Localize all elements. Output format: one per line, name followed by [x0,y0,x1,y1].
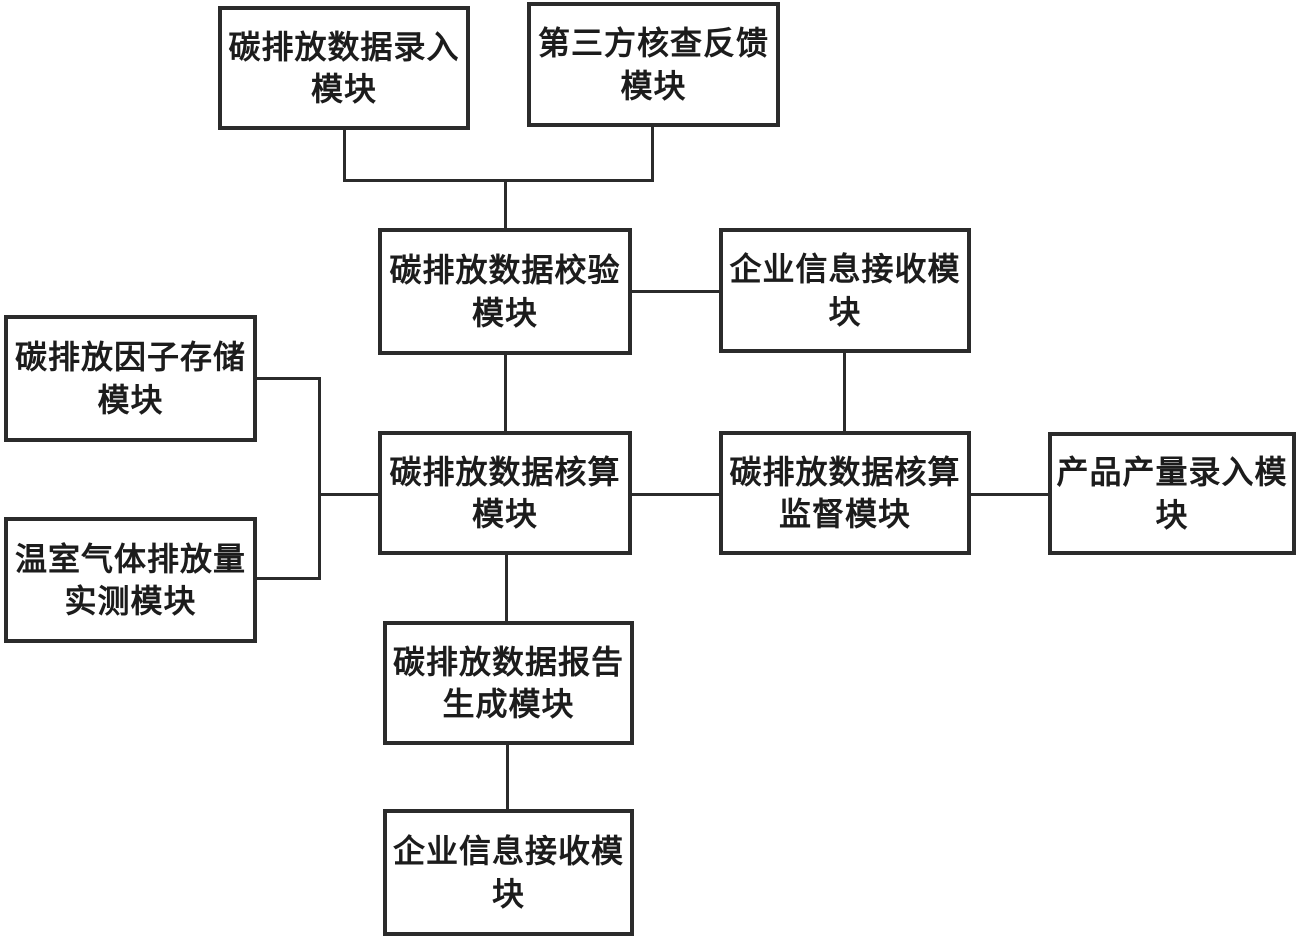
connector-verification-accounting [504,355,507,431]
module-box-ghg-emission-measurement: 温室气体排放量 实测模块 [4,517,257,643]
module-label: 碳排放数据核算 监督模块 [723,451,967,535]
module-box-enterprise-info-receiving-bottom: 企业信息接收模 块 [383,809,634,936]
connector-supervision-product [971,493,1048,496]
module-label-line: 碳排放数据校验 [389,251,621,290]
module-box-carbon-report-generation: 碳排放数据报告 生成模块 [383,621,634,745]
module-label: 温室气体排放量 实测模块 [8,538,253,622]
connector-ghg-measurement-right [257,577,321,580]
module-label-line: 碳排放数据核算 [729,452,961,491]
module-box-third-party-verification-feedback: 第三方核查反馈 模块 [527,2,780,127]
module-box-carbon-factor-storage: 碳排放因子存储 模块 [4,315,257,442]
module-label-line: 第三方核查反馈 [537,24,769,63]
module-label: 第三方核查反馈 模块 [531,22,776,106]
connector-enterprise-supervision [843,353,846,431]
module-label: 碳排放因子存储 模块 [8,336,253,420]
module-box-product-output-entry: 产品产量录入模 块 [1048,432,1296,555]
connector-report-enterprise [506,745,509,809]
module-label-line: 模块 [620,66,687,105]
connector-merge-bar [343,179,654,182]
module-label-line: 模块 [97,380,164,419]
module-label-line: 生成模块 [442,685,575,723]
connector-accounting-report [505,555,508,621]
module-label-line: 监督模块 [778,495,911,533]
module-label-line: 块 [491,874,525,913]
module-label: 企业信息接收模 块 [723,248,967,332]
module-label-line: 碳排放数据录入 [228,27,460,66]
connector-factor-storage-right [257,377,321,380]
module-label-line: 模块 [471,495,538,533]
module-label: 碳排放数据录入 模块 [222,26,466,110]
module-label-line: 碳排放数据核算 [389,452,621,491]
module-label-line: 模块 [310,70,377,108]
module-label: 企业信息接收模 块 [387,830,630,914]
module-label: 碳排放数据报告 生成模块 [387,641,630,725]
module-label: 碳排放数据核算 模块 [382,451,628,535]
connector-accounting-supervision [632,493,719,496]
module-label-line: 实测模块 [64,582,197,620]
connector-into-verification [504,179,507,228]
module-box-carbon-data-accounting: 碳排放数据核算 模块 [378,431,632,555]
module-box-enterprise-info-receiving-top: 企业信息接收模 块 [719,228,971,353]
module-label-line: 企业信息接收模 [729,250,961,289]
module-label: 产品产量录入模 块 [1052,451,1292,535]
module-label: 碳排放数据校验 模块 [382,249,628,333]
connector-left-bus [318,377,321,580]
module-label-line: 企业信息接收模 [392,832,624,871]
module-box-accounting-supervision: 碳排放数据核算 监督模块 [719,431,971,555]
module-box-carbon-data-verification: 碳排放数据校验 模块 [378,228,632,355]
module-label-line: 块 [828,292,862,331]
module-label-line: 碳排放数据报告 [392,642,624,681]
module-label-line: 碳排放因子存储 [14,338,246,377]
module-label-line: 产品产量录入模 [1056,453,1288,492]
module-label-line: 模块 [471,293,538,332]
module-label-line: 块 [1155,495,1189,534]
module-label-line: 温室气体排放量 [14,539,246,578]
module-box-carbon-data-entry: 碳排放数据录入 模块 [218,6,470,130]
connector-verification-enterprise [632,290,719,293]
connector-bus-accounting [318,493,378,496]
connector-third-party-down [651,127,654,181]
connector-data-entry-down [343,130,346,181]
